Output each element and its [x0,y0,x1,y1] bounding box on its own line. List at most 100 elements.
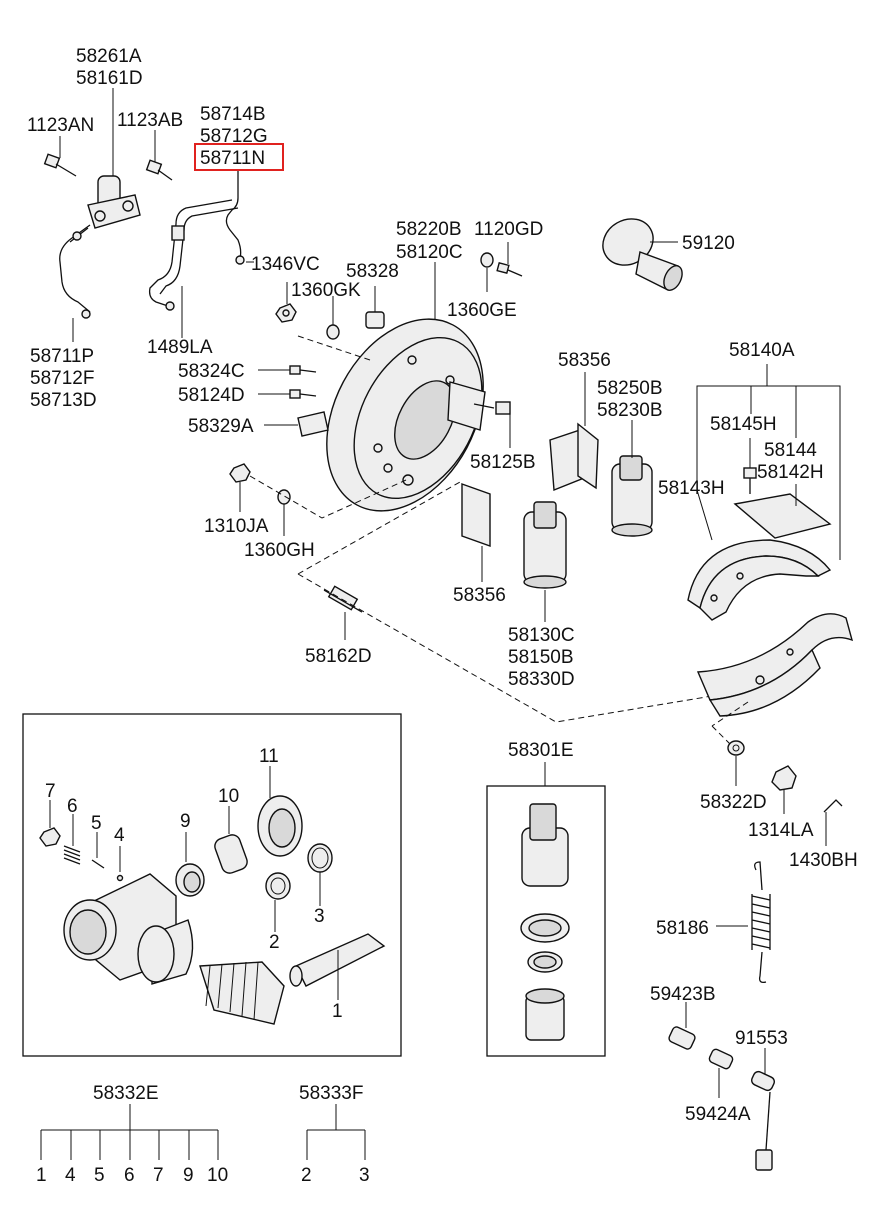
label-58144[interactable]: 58144 [764,440,817,461]
label-58220B[interactable]: 58220B [396,219,462,240]
bolt-icon [289,365,317,375]
label-91553[interactable]: 91553 [735,1028,788,1049]
kit-item: 9 [183,1165,194,1186]
label-58330D[interactable]: 58330D [508,669,575,690]
label-58714B[interactable]: 58714B [200,104,266,125]
cylinder-body-icon [63,873,194,985]
kit-item: 3 [359,1165,370,1186]
label-58322D[interactable]: 58322D [700,792,767,813]
label-58301E[interactable]: 58301E [508,740,574,761]
label-1360GH[interactable]: 1360GH [244,540,315,561]
label-58711P[interactable]: 58711P [30,346,94,367]
label-1123AN[interactable]: 1123AN [27,115,94,136]
kit-item: 10 [207,1165,228,1186]
sensor-icon [751,1070,775,1171]
label-58250B[interactable]: 58250B [597,378,663,399]
label-kit-5[interactable]: 5 [91,813,102,834]
cup-seal-icon [175,863,205,897]
label-kit-1[interactable]: 1 [332,1001,343,1022]
label-58712G[interactable]: 58712G [200,126,268,147]
label-58124D[interactable]: 58124D [178,385,245,406]
label-58145H[interactable]: 58145H [710,414,777,435]
label-1360GK[interactable]: 1360GK [291,280,361,301]
label-59423B[interactable]: 59423B [650,984,716,1005]
nut-icon [771,765,797,791]
kit-tree-58333F [306,1104,366,1160]
spring-icon [751,861,771,984]
label-58162D[interactable]: 58162D [305,646,372,667]
kit-code-58332E[interactable]: 58332E [93,1083,159,1104]
label-1430BH[interactable]: 1430BH [789,850,858,871]
label-58356-upper[interactable]: 58356 [558,350,611,371]
label-kit-10[interactable]: 10 [218,786,239,807]
brake-hose-group [43,88,284,342]
bolt-icon [473,401,511,415]
label-58125B[interactable]: 58125B [470,452,536,473]
brake-shoe-group [668,364,854,1171]
hose-fitting-icon [87,175,141,229]
piston-icon [214,834,248,874]
label-58713D[interactable]: 58713D [30,390,97,411]
bushing-icon [668,1026,696,1050]
highlight-box [194,143,284,171]
label-kit-2[interactable]: 2 [269,932,280,953]
label-58150B[interactable]: 58150B [508,647,574,668]
kit-item: 5 [94,1165,105,1186]
label-kit-9[interactable]: 9 [180,811,191,832]
label-58230B[interactable]: 58230B [597,400,663,421]
bolt-icon [743,467,757,494]
washer-icon [727,740,745,756]
kit-items-58332E: 1 4 5 6 7 9 10 [36,1165,228,1186]
label-59424A[interactable]: 59424A [685,1104,751,1125]
label-kit-11[interactable]: 11 [259,746,279,767]
brake-shoe-icon [696,613,854,717]
backing-plate-group [229,218,749,723]
nut-icon [229,463,251,483]
kit-items-58333F: 2 3 [301,1165,370,1186]
label-58712F[interactable]: 58712F [30,368,94,389]
label-kit-7[interactable]: 7 [45,781,56,802]
label-58324C[interactable]: 58324C [178,361,245,382]
kit-code-58333F[interactable]: 58333F [299,1083,363,1104]
label-1360GE[interactable]: 1360GE [447,300,517,321]
part-labels: 58261A 58161D 1123AN 1123AB 58714B 58712… [27,46,858,1125]
label-1314LA[interactable]: 1314LA [748,820,814,841]
seal-ring-icon [527,951,563,973]
label-58328[interactable]: 58328 [346,261,399,282]
label-58140A[interactable]: 58140A [729,340,795,361]
kit-item: 2 [301,1165,312,1186]
label-58261A[interactable]: 58261A [76,46,142,67]
brake-tube-main [225,170,242,263]
label-58161D[interactable]: 58161D [76,68,143,89]
label-58329A[interactable]: 58329A [188,416,254,437]
washer-icon [480,252,494,268]
cotter-pin-icon [823,799,843,813]
label-1123AB[interactable]: 1123AB [117,110,183,131]
label-1346VC[interactable]: 1346VC [251,254,320,275]
brake-shoe-icon [687,539,832,621]
label-1310JA[interactable]: 1310JA [204,516,269,537]
label-1489LA[interactable]: 1489LA [147,337,213,358]
label-58120C[interactable]: 58120C [396,242,463,263]
label-58130C[interactable]: 58130C [508,625,575,646]
label-58142H[interactable]: 58142H [757,462,824,483]
bolt-icon [289,389,317,399]
label-58356-lower[interactable]: 58356 [453,585,506,606]
rubber-boot-icon [199,961,285,1025]
wheel-cylinder-icon [611,455,653,537]
gasket-icon [549,422,599,492]
label-kit-3[interactable]: 3 [314,906,325,927]
grease-tube-icon [289,933,386,987]
label-58143H[interactable]: 58143H [658,478,725,499]
grommet-icon [297,411,329,437]
label-59120[interactable]: 59120 [682,233,735,254]
label-58186[interactable]: 58186 [656,918,709,939]
label-kit-4[interactable]: 4 [114,825,125,846]
bushing-icon [708,1048,734,1070]
kit-item: 6 [124,1165,135,1186]
bolt-icon [43,153,77,177]
wheel-cylinder-icon [523,501,567,589]
label-kit-6[interactable]: 6 [67,796,78,817]
label-58711N[interactable]: 58711N [200,148,265,169]
label-1120GD[interactable]: 1120GD [474,219,543,240]
